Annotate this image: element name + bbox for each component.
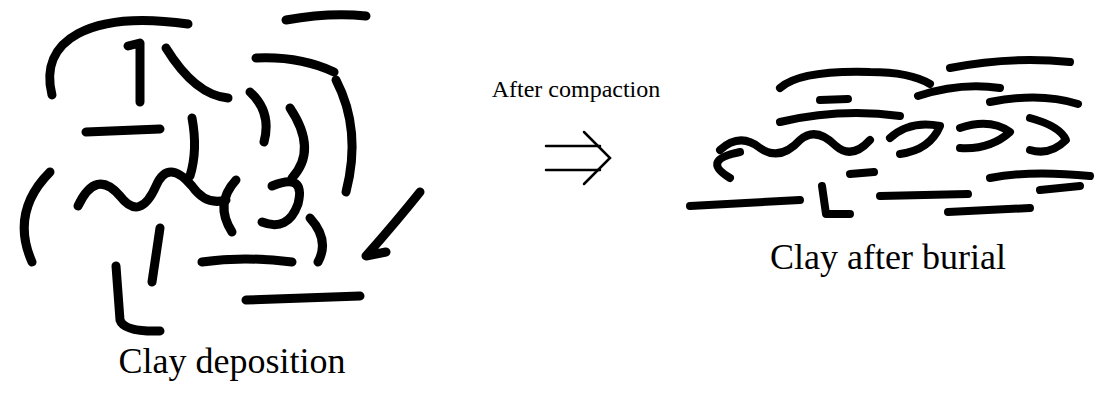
step-label: After compaction [492, 76, 661, 102]
clay-particles-compacted [690, 60, 1090, 214]
stage-caption: Clay deposition [119, 342, 346, 382]
stage-caption: Clay after burial [770, 238, 1006, 278]
double-arrow [546, 132, 610, 184]
clay-particles-loose [24, 15, 420, 331]
